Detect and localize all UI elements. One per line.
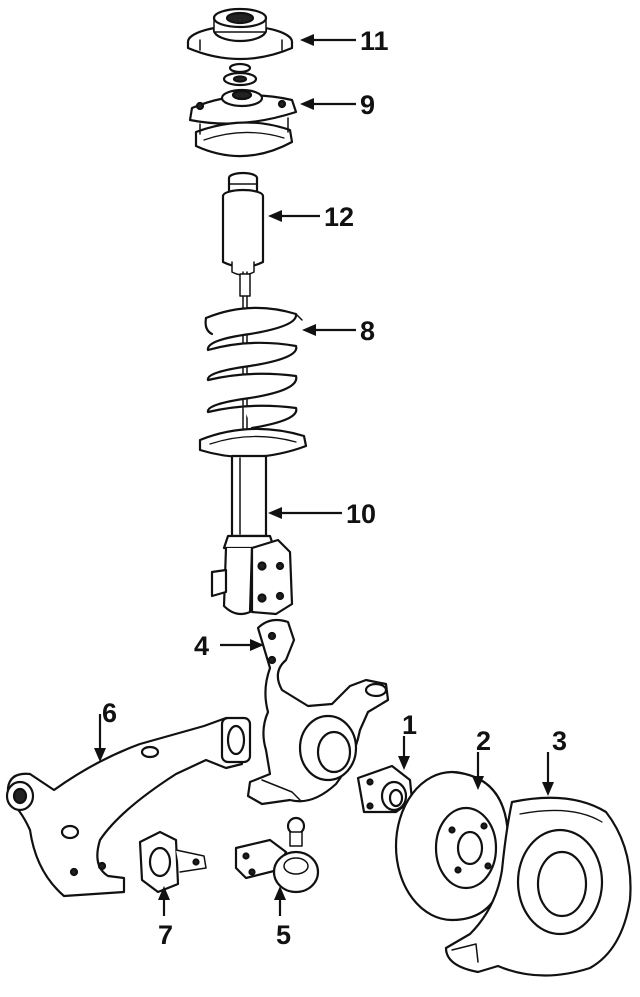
- callout-labels: 11 9 12 8 10 4 6 1 2 3 7 5: [102, 26, 567, 950]
- callout-label-11: 11: [360, 26, 389, 56]
- part-9-spring-seat[interactable]: [188, 88, 298, 158]
- callout-label-9: 9: [360, 90, 375, 120]
- callout-label-12: 12: [324, 202, 354, 232]
- callout-label-4: 4: [194, 631, 209, 661]
- lower-spring-seat[interactable]: [198, 427, 308, 459]
- callout-label-3: 3: [552, 726, 567, 756]
- callout-label-10: 10: [346, 499, 376, 529]
- washer-nut[interactable]: [222, 62, 258, 87]
- callout-label-1: 1: [402, 710, 417, 740]
- part-10-strut[interactable]: [210, 454, 294, 616]
- part-8-coil-spring[interactable]: [204, 271, 303, 441]
- callout-label-7: 7: [158, 920, 173, 950]
- part-2-brake-rotor[interactable]: [394, 770, 510, 922]
- part-11-strut-mount[interactable]: [186, 7, 294, 61]
- callout-label-2: 2: [476, 726, 491, 756]
- part-12-bump-stop[interactable]: [221, 171, 265, 276]
- part-4-steering-knuckle[interactable]: [246, 618, 390, 806]
- part-7-stabilizer-bushing[interactable]: [138, 830, 207, 894]
- callout-arrows: [94, 34, 554, 916]
- callout-label-5: 5: [276, 920, 291, 950]
- callout-label-8: 8: [360, 316, 375, 346]
- part-3-dust-shield[interactable]: [444, 796, 632, 977]
- part-1-hub-bearing[interactable]: [356, 764, 414, 814]
- callout-label-6: 6: [102, 698, 117, 728]
- part-5-ball-joint[interactable]: [234, 816, 320, 894]
- part-6-control-arm[interactable]: [5, 716, 252, 898]
